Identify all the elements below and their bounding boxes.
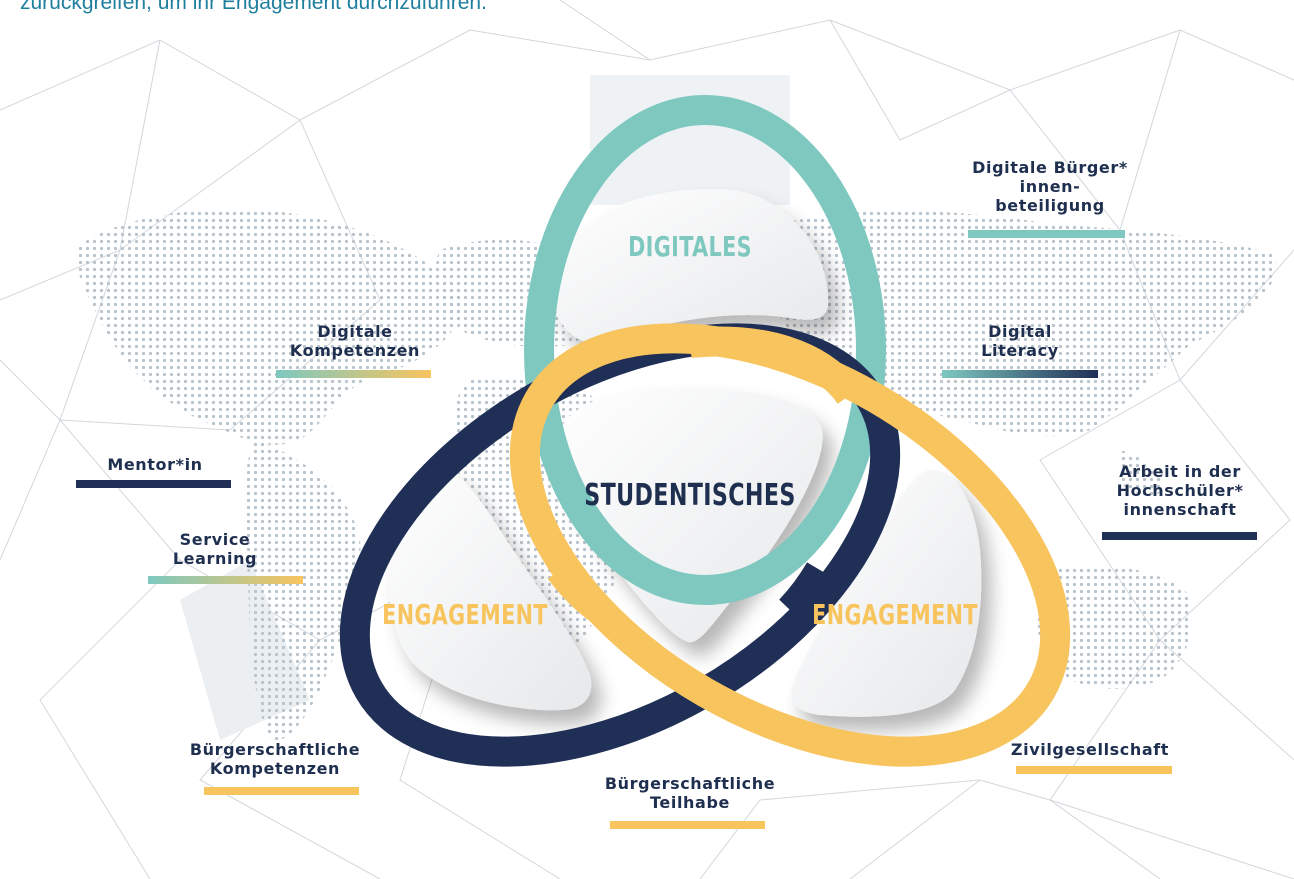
bar-digital-literacy [942,370,1098,378]
bar-buergerschaftliche-kompetenzen [204,787,359,795]
bar-digitale-kompetenzen [276,370,431,378]
yellow-ring [509,323,1071,767]
label-digitale-kompetenzen: Digitale Kompetenzen [289,322,421,360]
label-mentor: Mentor*in [107,455,203,474]
label-digitale-buergerbeteiligung: Digitale Bürger* innen- beteiligung [972,158,1128,215]
ring-overlaps [547,326,863,623]
bar-mentor [76,480,231,488]
bar-zivilgesellschaft [1016,766,1172,774]
bar-buergerschaftliche-teilhabe [610,821,765,829]
label-engagement-right: ENGAGEMENT [812,598,978,631]
label-digital-literacy: Digital Literacy [981,322,1059,360]
label-digitales: DIGITALES [628,230,752,263]
petal-top [553,189,829,344]
bar-service-learning [148,576,303,584]
bar-hochschuelerschaft [1102,532,1257,540]
label-buergerschaftliche-kompetenzen: Bürgerschaftliche Kompetenzen [189,740,361,778]
teal-ring [524,95,886,605]
petal-right [791,470,982,717]
label-service-learning: Service Learning [172,530,258,568]
petal-center [558,387,823,643]
petals [388,189,982,717]
label-zivilgesellschaft: Zivilgesellschaft [1010,740,1170,759]
rings [339,95,1071,767]
label-hochschuelerschaft: Arbeit in der Hochschüler* innenschaft [1116,462,1244,519]
label-studentisches: STUDENTISCHES [584,478,796,513]
petal-left [388,469,592,711]
label-buergerschaftliche-teilhabe: Bürgerschaftliche Teilhabe [604,774,776,812]
intro-text: zurückgreifen, um ihr Engagement durchzu… [20,0,487,14]
bar-digitale-buergerbeteiligung [968,230,1125,238]
label-engagement-left: ENGAGEMENT [382,598,548,631]
